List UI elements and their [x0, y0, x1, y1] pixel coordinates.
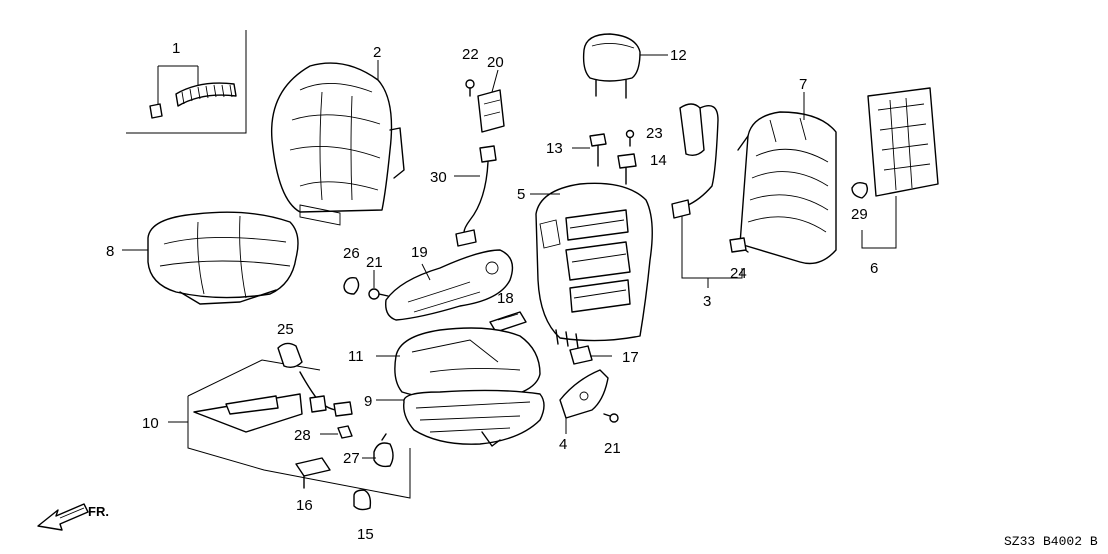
diagram-code: SZ33 B4002 B [1004, 534, 1098, 549]
harness-bracket-3 [671, 103, 719, 219]
cap-26 [343, 276, 360, 295]
callout-5: 5 [517, 186, 525, 203]
callout-15: 15 [357, 526, 374, 543]
bolt-21-upper [368, 288, 389, 300]
callout-13: 13 [546, 140, 563, 157]
clip-29 [851, 181, 869, 199]
callout-10: 10 [142, 415, 159, 432]
callout-14: 14 [650, 152, 667, 169]
callout-24: 24 [730, 265, 747, 282]
recliner-cover-20 [477, 89, 505, 133]
seat-back-frame [737, 111, 837, 265]
callout-6: 6 [870, 260, 878, 277]
callout-1: 1 [172, 40, 180, 57]
callout-9: 9 [364, 393, 372, 410]
back-panel [867, 87, 939, 197]
bolt-23 [625, 129, 635, 147]
harness-28 [299, 371, 353, 439]
callout-labels: 1 2 3 4 5 6 7 8 9 10 11 12 13 14 15 16 1… [106, 40, 878, 543]
callout-30: 30 [430, 169, 447, 186]
callout-11: 11 [348, 348, 364, 365]
seat-back-cover [270, 62, 405, 226]
clip-27 [373, 433, 394, 468]
callout-20: 20 [487, 54, 504, 71]
seat-frame [403, 389, 545, 447]
callout-29: 29 [851, 206, 868, 223]
headrest [582, 33, 641, 99]
callout-16: 16 [296, 497, 313, 514]
callout-28: 28 [294, 427, 311, 444]
clip-18 [489, 311, 527, 333]
callout-21-upper: 21 [366, 254, 383, 271]
front-direction-arrow: FR. [37, 503, 109, 531]
callout-23: 23 [646, 125, 663, 142]
harness-30 [455, 145, 497, 247]
front-direction-label: FR. [88, 504, 109, 519]
bolt-21-lower [603, 413, 619, 423]
callout-4: 4 [559, 436, 567, 453]
fastener-24 [729, 237, 747, 253]
callout-22: 22 [462, 46, 479, 63]
callout-8: 8 [106, 243, 114, 260]
seat-back-pad [535, 182, 653, 349]
clip-25 [277, 342, 303, 369]
callout-25: 25 [277, 321, 294, 338]
bolt-22 [465, 79, 475, 97]
callout-7: 7 [799, 76, 807, 93]
seat-cushion-pad [394, 327, 541, 401]
cap-15 [353, 489, 372, 511]
holder-14 [617, 153, 637, 185]
lower-trim-group-10 [168, 359, 411, 499]
callout-3: 3 [703, 293, 711, 310]
callout-19: 19 [411, 244, 428, 261]
recliner-cover-19 [385, 249, 514, 321]
inset-part-1 [126, 30, 247, 134]
holder-13 [589, 133, 607, 167]
side-trim-4 [559, 369, 609, 419]
seat-cushion-cover [147, 211, 299, 305]
callout-27: 27 [343, 450, 360, 467]
callout-26: 26 [343, 245, 360, 262]
callout-2: 2 [373, 44, 381, 61]
clip-17 [569, 345, 593, 365]
callout-17: 17 [622, 349, 639, 366]
bracket-16 [295, 457, 331, 489]
callout-12: 12 [670, 47, 687, 64]
callout-18: 18 [497, 290, 514, 307]
callout-21-lower: 21 [604, 440, 621, 457]
